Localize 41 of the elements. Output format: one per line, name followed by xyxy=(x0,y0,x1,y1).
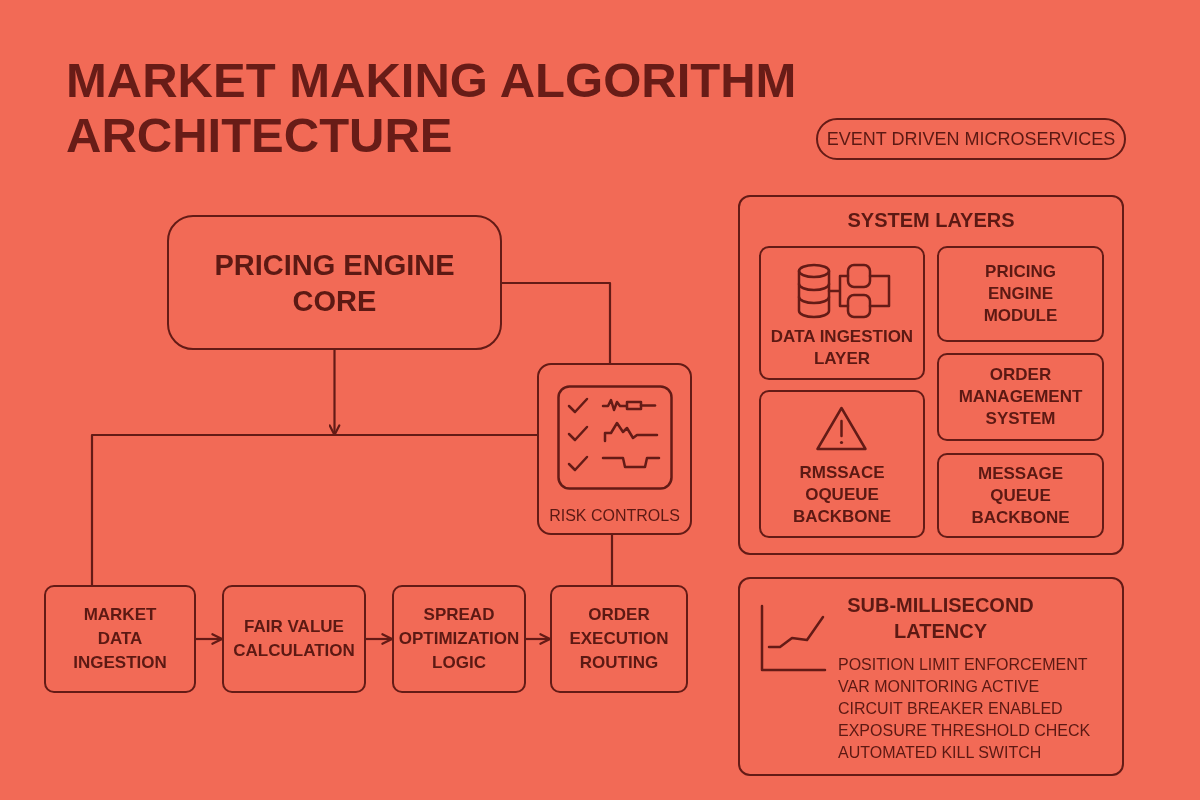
arrow xyxy=(526,633,552,645)
layer-box xyxy=(759,246,925,380)
title: MARKET MAKING ALGORITHM ARCHITECTURE xyxy=(66,53,798,163)
layer-label: PRICING ENGINE MODULE xyxy=(983,262,1058,325)
layer-label: ORDER MANAGEMENT SYSTEM xyxy=(958,365,1083,428)
tag-label: EVENT DRIVEN MICROSERVICES xyxy=(826,128,1116,149)
connector-line xyxy=(90,433,537,585)
process-label: FAIR VALUE CALCULATION xyxy=(233,617,355,660)
layer-label: RMSSACE OQUEUE BACKBONE xyxy=(792,463,892,526)
tag-pill xyxy=(816,118,1126,160)
connector-line xyxy=(502,281,612,363)
arrow xyxy=(196,633,224,645)
layer-box xyxy=(937,246,1104,342)
list-item: AUTOMATED KILL SWITCH xyxy=(838,744,1042,761)
list-item: VAR MONITORING ACTIVE xyxy=(838,678,1040,695)
process-box xyxy=(167,215,502,350)
process-box xyxy=(550,585,688,693)
process-label: PRICING ENGINE CORE xyxy=(214,248,455,317)
layer-label: DATA INGESTION LAYER xyxy=(770,327,914,368)
process-label: MARKET DATA INGESTION xyxy=(73,605,167,672)
list-item: POSITION LIMIT ENFORCEMENT xyxy=(838,656,1088,673)
panel-heading: SUB-MILLISECOND LATENCY xyxy=(847,594,1034,642)
connector-line xyxy=(610,535,614,585)
panel-heading: SYSTEM LAYERS xyxy=(847,209,1015,231)
layer-box xyxy=(759,390,925,538)
process-label: RISK CONTROLS xyxy=(549,507,680,524)
arrow xyxy=(366,633,394,645)
info-panel xyxy=(738,577,1124,776)
arrow xyxy=(328,350,341,437)
layers-panel xyxy=(738,195,1124,555)
layer-box xyxy=(937,353,1104,441)
process-box xyxy=(392,585,526,693)
list-item: CIRCUIT BREAKER ENABLED xyxy=(838,700,1063,717)
layer-label: MESSAGE QUEUE BACKBONE xyxy=(971,463,1070,527)
layer-box xyxy=(937,453,1104,538)
process-box xyxy=(222,585,366,693)
process-label: ORDER EXECUTION ROUTING xyxy=(569,605,669,672)
process-box xyxy=(44,585,196,693)
process-label: SPREAD OPTIMIZATION LOGIC xyxy=(398,605,520,672)
list-item: EXPOSURE THRESHOLD CHECK xyxy=(838,722,1091,739)
process-box xyxy=(537,363,692,535)
